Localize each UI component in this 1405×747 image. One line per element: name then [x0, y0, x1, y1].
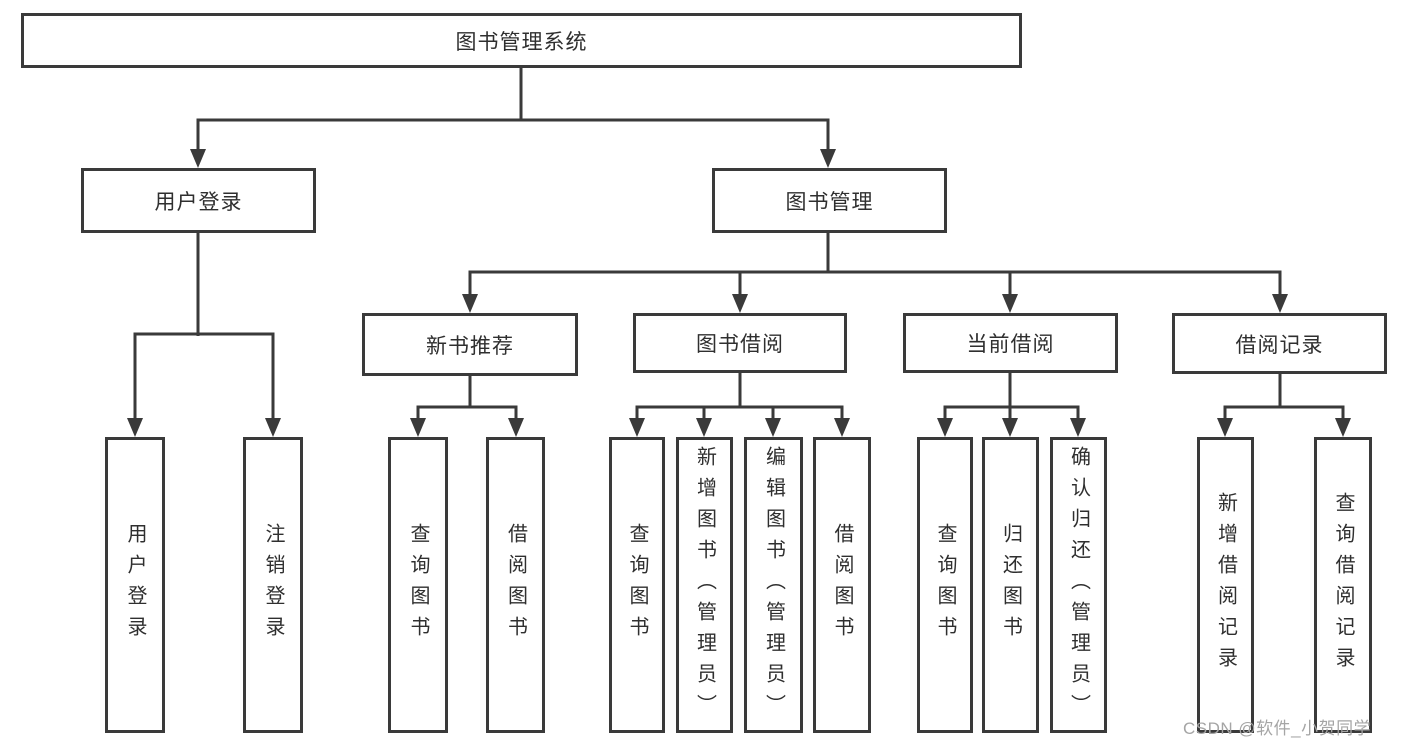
- arrowhead-leaf-2: [265, 418, 281, 437]
- leaf-confirm-return-admin: 确认归还（管理员）: [1050, 437, 1107, 733]
- leaf-return-book: 归还图书: [982, 437, 1039, 733]
- arrowhead-leaf-8: [834, 418, 850, 437]
- connector-borrow-branch: [635, 405, 844, 421]
- arrowhead-current: [1002, 294, 1018, 313]
- arrowhead-book-management: [820, 149, 836, 168]
- node-book-borrow: 图书借阅: [633, 313, 847, 373]
- watermark-text: CSDN @软件_小贺同学: [1183, 719, 1372, 738]
- leaf-query-books-recommend: 查询图书: [388, 437, 448, 733]
- connector-user-login-branch: [133, 332, 275, 421]
- leaf-add-borrow-record: 新增借阅记录: [1197, 437, 1254, 733]
- leaf-borrow-books-2: 借阅图书: [813, 437, 871, 733]
- node-book-management: 图书管理: [712, 168, 947, 233]
- arrowhead-leaf-13: [1335, 418, 1351, 437]
- node-current-borrow-label: 当前借阅: [966, 333, 1055, 356]
- arrowhead-records: [1272, 294, 1288, 313]
- leaf-logout-label: 注销登录: [262, 523, 284, 647]
- leaf-add-borrow-record-label: 新增借阅记录: [1214, 492, 1237, 678]
- leaf-query-borrow-record: 查询借阅记录: [1314, 437, 1372, 733]
- node-library-system: 图书管理系统: [21, 13, 1022, 68]
- arrowhead-leaf-6: [696, 418, 712, 437]
- connector-level2-branch: [196, 118, 830, 152]
- node-book-borrow-label: 图书借阅: [696, 333, 784, 356]
- leaf-confirm-return-admin-label: 确认归还（管理员）: [1067, 445, 1090, 725]
- leaf-user-login-label: 用户登录: [124, 523, 146, 647]
- arrowhead-borrow: [732, 294, 748, 313]
- node-book-management-label: 图书管理: [785, 190, 874, 214]
- leaf-query-books-borrow-label: 查询图书: [626, 523, 648, 647]
- arrowhead-leaf-1: [127, 418, 143, 437]
- node-borrow-records-label: 借阅记录: [1235, 333, 1324, 357]
- leaf-query-books-current-label: 查询图书: [934, 523, 956, 647]
- leaf-user-login: 用户登录: [105, 437, 165, 733]
- arrowhead-leaf-10: [1002, 418, 1018, 437]
- leaf-edit-book-admin-label: 编辑图书（管理员）: [762, 445, 785, 725]
- arrowhead-leaf-3: [410, 418, 426, 437]
- connector-records-branch: [1223, 405, 1345, 421]
- leaf-logout: 注销登录: [243, 437, 303, 733]
- leaf-query-borrow-record-label: 查询借阅记录: [1332, 492, 1354, 678]
- arrowhead-recommend: [462, 294, 478, 313]
- arrowhead-leaf-12: [1217, 418, 1233, 437]
- arrowhead-leaf-7: [765, 418, 781, 437]
- connector-current-branch: [943, 405, 1080, 421]
- arrowhead-leaf-4: [508, 418, 524, 437]
- leaf-borrow-books-recommend-label: 借阅图书: [504, 523, 527, 647]
- node-user-login: 用户登录: [81, 168, 316, 233]
- connector-recommend-branch: [416, 405, 518, 421]
- node-new-book-recommend-label: 新书推荐: [426, 334, 514, 358]
- leaf-query-books-recommend-label: 查询图书: [407, 523, 429, 647]
- leaf-query-books-borrow: 查询图书: [609, 437, 665, 733]
- leaf-return-book-label: 归还图书: [999, 523, 1022, 647]
- arrowhead-leaf-9: [937, 418, 953, 437]
- connector-arrowheads: [127, 149, 1351, 437]
- node-current-borrow: 当前借阅: [903, 313, 1118, 373]
- node-new-book-recommend: 新书推荐: [362, 313, 578, 376]
- node-library-system-label: 图书管理系统: [455, 30, 588, 54]
- leaf-query-books-current: 查询图书: [917, 437, 973, 733]
- arrowhead-leaf-5: [629, 418, 645, 437]
- leaf-add-book-admin: 新增图书（管理员）: [676, 437, 733, 733]
- leaf-edit-book-admin: 编辑图书（管理员）: [744, 437, 803, 733]
- leaf-borrow-books-recommend: 借阅图书: [486, 437, 545, 733]
- leaf-borrow-books-2-label: 借阅图书: [831, 523, 853, 647]
- connector-level3-branch: [468, 270, 1282, 297]
- arrowhead-leaf-11: [1070, 418, 1086, 437]
- node-user-login-label: 用户登录: [154, 190, 243, 214]
- node-borrow-records: 借阅记录: [1172, 313, 1387, 374]
- arrowhead-user-login: [190, 149, 206, 168]
- leaf-add-book-admin-label: 新增图书（管理员）: [693, 445, 716, 725]
